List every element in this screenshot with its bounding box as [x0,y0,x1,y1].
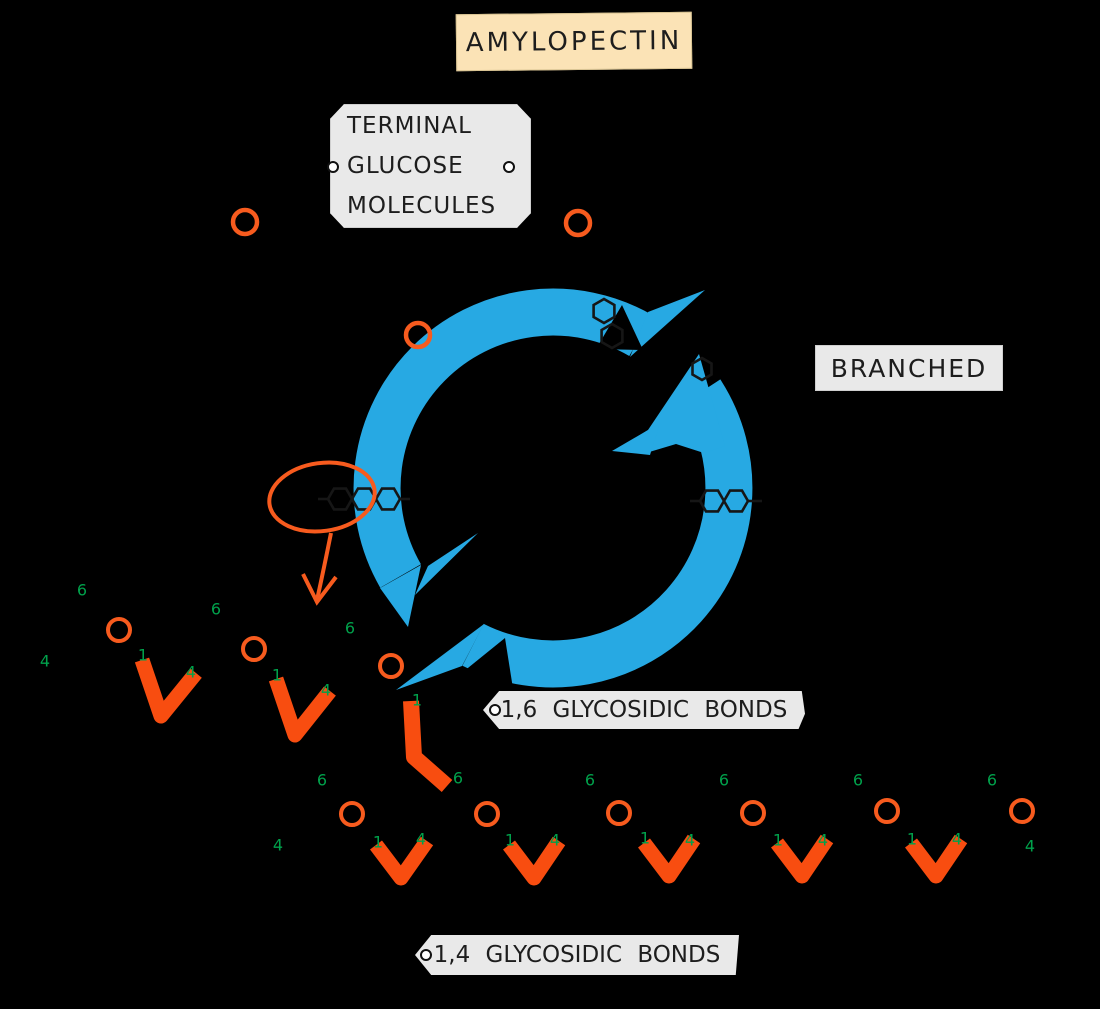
title-text: AMYLOPECTIN [465,25,683,58]
bond14-text: 1,4 GLYCOSIDIC BONDS [433,942,721,968]
glucose-hexagon [722,489,750,513]
carbon-number-1: 1 [907,830,917,849]
coil-ring [353,288,753,695]
oxygen-circle [474,801,500,827]
carbon-number-4: 4 [186,663,196,682]
glucose-hexagon [691,356,713,382]
connector-dot [420,949,432,961]
glucose-hexagon [600,322,624,350]
branched-text: BRANCHED [830,353,988,383]
carbon-number-4: 4 [818,831,828,850]
terminal-glucose-circle [563,208,593,238]
carbon-number-4: 4 [40,652,50,671]
carbon-number-6: 6 [77,581,87,600]
connector-dot [489,704,501,716]
terminal-glucose-circle [230,207,260,237]
carbon-number-1: 1 [773,831,783,850]
carbon-number-4: 4 [1025,837,1035,856]
connector-dot [503,161,515,173]
coil-tail [396,624,484,690]
carbon-number-4: 4 [550,831,560,850]
carbon-number-6: 6 [345,619,355,638]
branched-label: BRANCHED [815,345,1003,391]
carbon-number-6: 6 [987,771,997,790]
carbon-number-6: 6 [453,769,463,788]
terminal-line3: MOLECULES [347,193,497,219]
terminal-line2: GLUCOSE [347,153,464,179]
carbon-number-4: 4 [685,831,695,850]
carbon-number-4: 4 [952,830,962,849]
connector-dot [327,161,339,173]
terminal-glucose-circles [230,207,593,350]
carbon-number-6: 6 [211,600,221,619]
carbon-numbers: 6 4 1 4 6 1 4 6 1 6 4 6 1 4 1 4 6 1 4 6 1 4 6 1 4 6 4 [40,581,1035,856]
glucose-chevrons [134,657,968,886]
carbon-number-1: 1 [505,831,515,850]
carbon-number-4: 4 [273,836,283,855]
bond16-text: 1,6 GLYCOSIDIC BONDS [500,697,788,723]
coil-end-point [380,565,421,627]
carbon-number-4: 4 [416,830,426,849]
oxygen-circle [740,800,766,826]
callout-arrow-shaft [315,532,333,601]
carbon-number-1: 1 [272,666,282,685]
carbon-number-1: 1 [640,829,650,848]
glucose-chevron [771,834,834,884]
branch-sliver [612,423,660,455]
terminal-glucose-circle [403,320,433,350]
magnifier-ellipse [267,460,377,534]
callout-arrow-head [301,573,338,606]
carbon-number-6: 6 [719,771,729,790]
glucose-chevron [134,657,202,724]
oxygen-circle [378,653,404,679]
terminal-line1: TERMINAL [347,113,472,139]
title-label: AMYLOPECTIN [455,11,693,72]
coil-tail-notch [437,638,514,695]
bond-1-6-shape [403,700,453,793]
coil-end-spike [415,533,478,595]
bond-1-4-label: 1,4 GLYCOSIDIC BONDS [415,935,739,975]
oxygen-circles [106,617,1035,827]
oxygen-circle [339,801,365,827]
oxygen-circle [106,617,132,643]
carbon-number-6: 6 [853,771,863,790]
oxygen-circle [606,800,632,826]
glucose-hexagon [326,487,354,511]
oxygen-circle [241,636,267,662]
oxygen-circle [874,798,900,824]
glucose-chevron [370,836,434,886]
glucose-hexagon [592,297,616,325]
carbon-number-4: 4 [321,681,331,700]
glucose-chevron [638,834,701,884]
terminal-glucose-label: TERMINAL GLUCOSE MOLECULES [330,104,531,228]
oxygen-circle [1009,798,1035,824]
coil-arc-bottom [462,379,753,688]
carbon-number-1: 1 [138,646,148,665]
glucose-chevron [503,836,566,886]
carbon-number-1: 1 [373,833,383,852]
carbon-number-1: 1 [412,691,422,710]
glucose-chevron [905,834,968,884]
glucose-chevron [268,676,336,743]
carbon-number-6: 6 [317,771,327,790]
branch-arrow-top [630,290,705,357]
carbon-number-6: 6 [585,771,595,790]
zoom-callout [267,460,377,606]
coil-arc-top [353,288,653,588]
bond-1-6-label: 1,6 GLYCOSIDIC BONDS [483,691,805,729]
